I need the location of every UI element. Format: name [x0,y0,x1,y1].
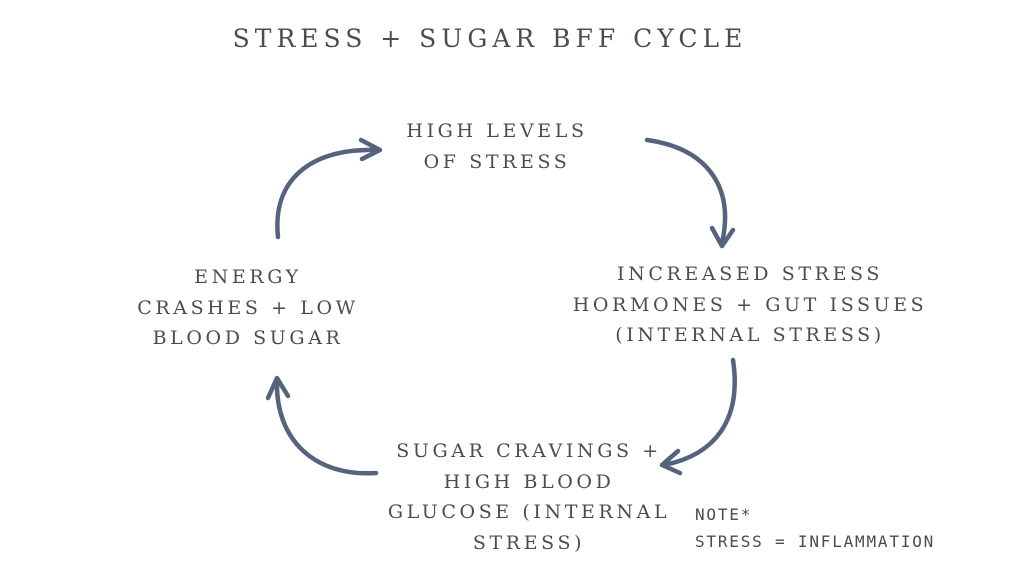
node-line: OF STRESS [423,150,571,173]
node-line: SUGAR CRAVINGS + [396,440,662,462]
arrow-right-to-bottom [659,357,737,476]
cycle-node-stress-hormones: INCREASED STRESS HORMONES + GUT ISSUES (… [560,259,940,351]
cycle-node-high-stress: HIGH LEVELS OF STRESS [372,116,622,177]
note-block: NOTE* STRESS = INFLAMMATION [695,501,935,555]
arrow-left-to-top [275,137,383,240]
node-line: CRASHES + LOW [137,296,359,319]
node-line: (INTERNAL STRESS) [615,324,885,346]
node-line: ENERGY [194,266,302,288]
cycle-node-energy-crashes: ENERGY CRASHES + LOW BLOOD SUGAR [118,262,378,354]
note-heading: NOTE* [695,505,753,524]
node-line: HORMONES + GUT ISSUES [572,293,928,316]
node-line: INCREASED STRESS [617,263,883,285]
note-text: STRESS = INFLAMMATION [695,532,936,551]
node-line: HIGH LEVELS [406,120,588,142]
node-line: STRESS) [472,531,586,554]
diagram-title: STRESS + SUGAR BFF CYCLE [232,24,748,53]
node-line: BLOOD SUGAR [152,327,344,349]
cycle-node-sugar-cravings: SUGAR CRAVINGS + HIGH BLOOD GLUCOSE (INT… [374,436,684,558]
node-line: HIGH BLOOD [443,470,615,493]
arrow-top-to-right [644,137,736,249]
arrow-bottom-to-left [265,375,379,476]
node-line: GLUCOSE (INTERNAL [387,501,671,523]
